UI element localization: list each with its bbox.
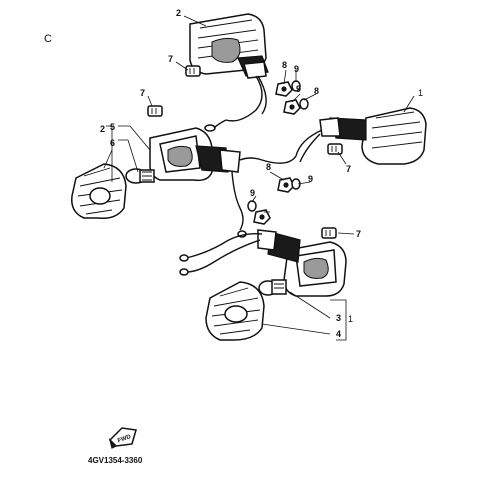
washer-mid bbox=[299, 98, 309, 110]
screw-top bbox=[185, 65, 201, 77]
nut-top bbox=[275, 81, 293, 97]
callout-1-right: 1 bbox=[418, 88, 423, 98]
callout-2-top: 2 bbox=[176, 8, 181, 18]
callout-6: 6 bbox=[110, 138, 115, 148]
flasher-lamp-right bbox=[239, 107, 427, 165]
leader-lines bbox=[103, 15, 415, 341]
callout-9-lower: 9 bbox=[250, 188, 255, 198]
callout-labels: 2 7 7 8 9 9 8 1 7 2 5 6 8 9 9 7 3 1 4 bbox=[100, 8, 423, 339]
lamp-body-left bbox=[149, 127, 247, 238]
bulb-left bbox=[125, 168, 155, 184]
washer-lower bbox=[247, 200, 257, 212]
callout-7-lower: 7 bbox=[356, 229, 361, 239]
screw-lower bbox=[321, 227, 337, 239]
callout-3: 3 bbox=[336, 313, 341, 323]
callout-7-left: 7 bbox=[140, 88, 145, 98]
scan-mark: C bbox=[44, 33, 52, 45]
callout-2-left: 2 bbox=[100, 124, 105, 134]
figure-code: 4GV1354-3360 bbox=[88, 456, 143, 465]
callout-7-right: 7 bbox=[346, 164, 351, 174]
callout-8-mid: 8 bbox=[314, 86, 319, 96]
callout-9-top: 9 bbox=[294, 64, 299, 74]
lamp-body-lower bbox=[179, 229, 347, 297]
nut-centre bbox=[277, 177, 295, 193]
callout-5: 5 bbox=[110, 122, 115, 132]
callout-9-mid: 9 bbox=[296, 84, 301, 94]
flasher-lamp-top-rear-left bbox=[189, 13, 269, 132]
callout-4: 4 bbox=[336, 329, 341, 339]
screw-right bbox=[327, 143, 343, 155]
nut-lower bbox=[253, 209, 271, 225]
callout-8-top: 8 bbox=[282, 60, 287, 70]
callout-1-lower: 1 bbox=[348, 314, 353, 324]
lens-left bbox=[71, 163, 127, 220]
nut-mid bbox=[283, 99, 301, 115]
front-direction-icon: FWD bbox=[108, 427, 137, 449]
lens-lower bbox=[205, 281, 265, 341]
callout-7-top: 7 bbox=[168, 54, 173, 64]
callout-8-centre: 8 bbox=[266, 162, 271, 172]
front-badge-text: FWD bbox=[117, 434, 133, 445]
callout-9-centre: 9 bbox=[308, 174, 313, 184]
bulb-lower bbox=[258, 279, 287, 296]
screw-left bbox=[147, 105, 163, 117]
